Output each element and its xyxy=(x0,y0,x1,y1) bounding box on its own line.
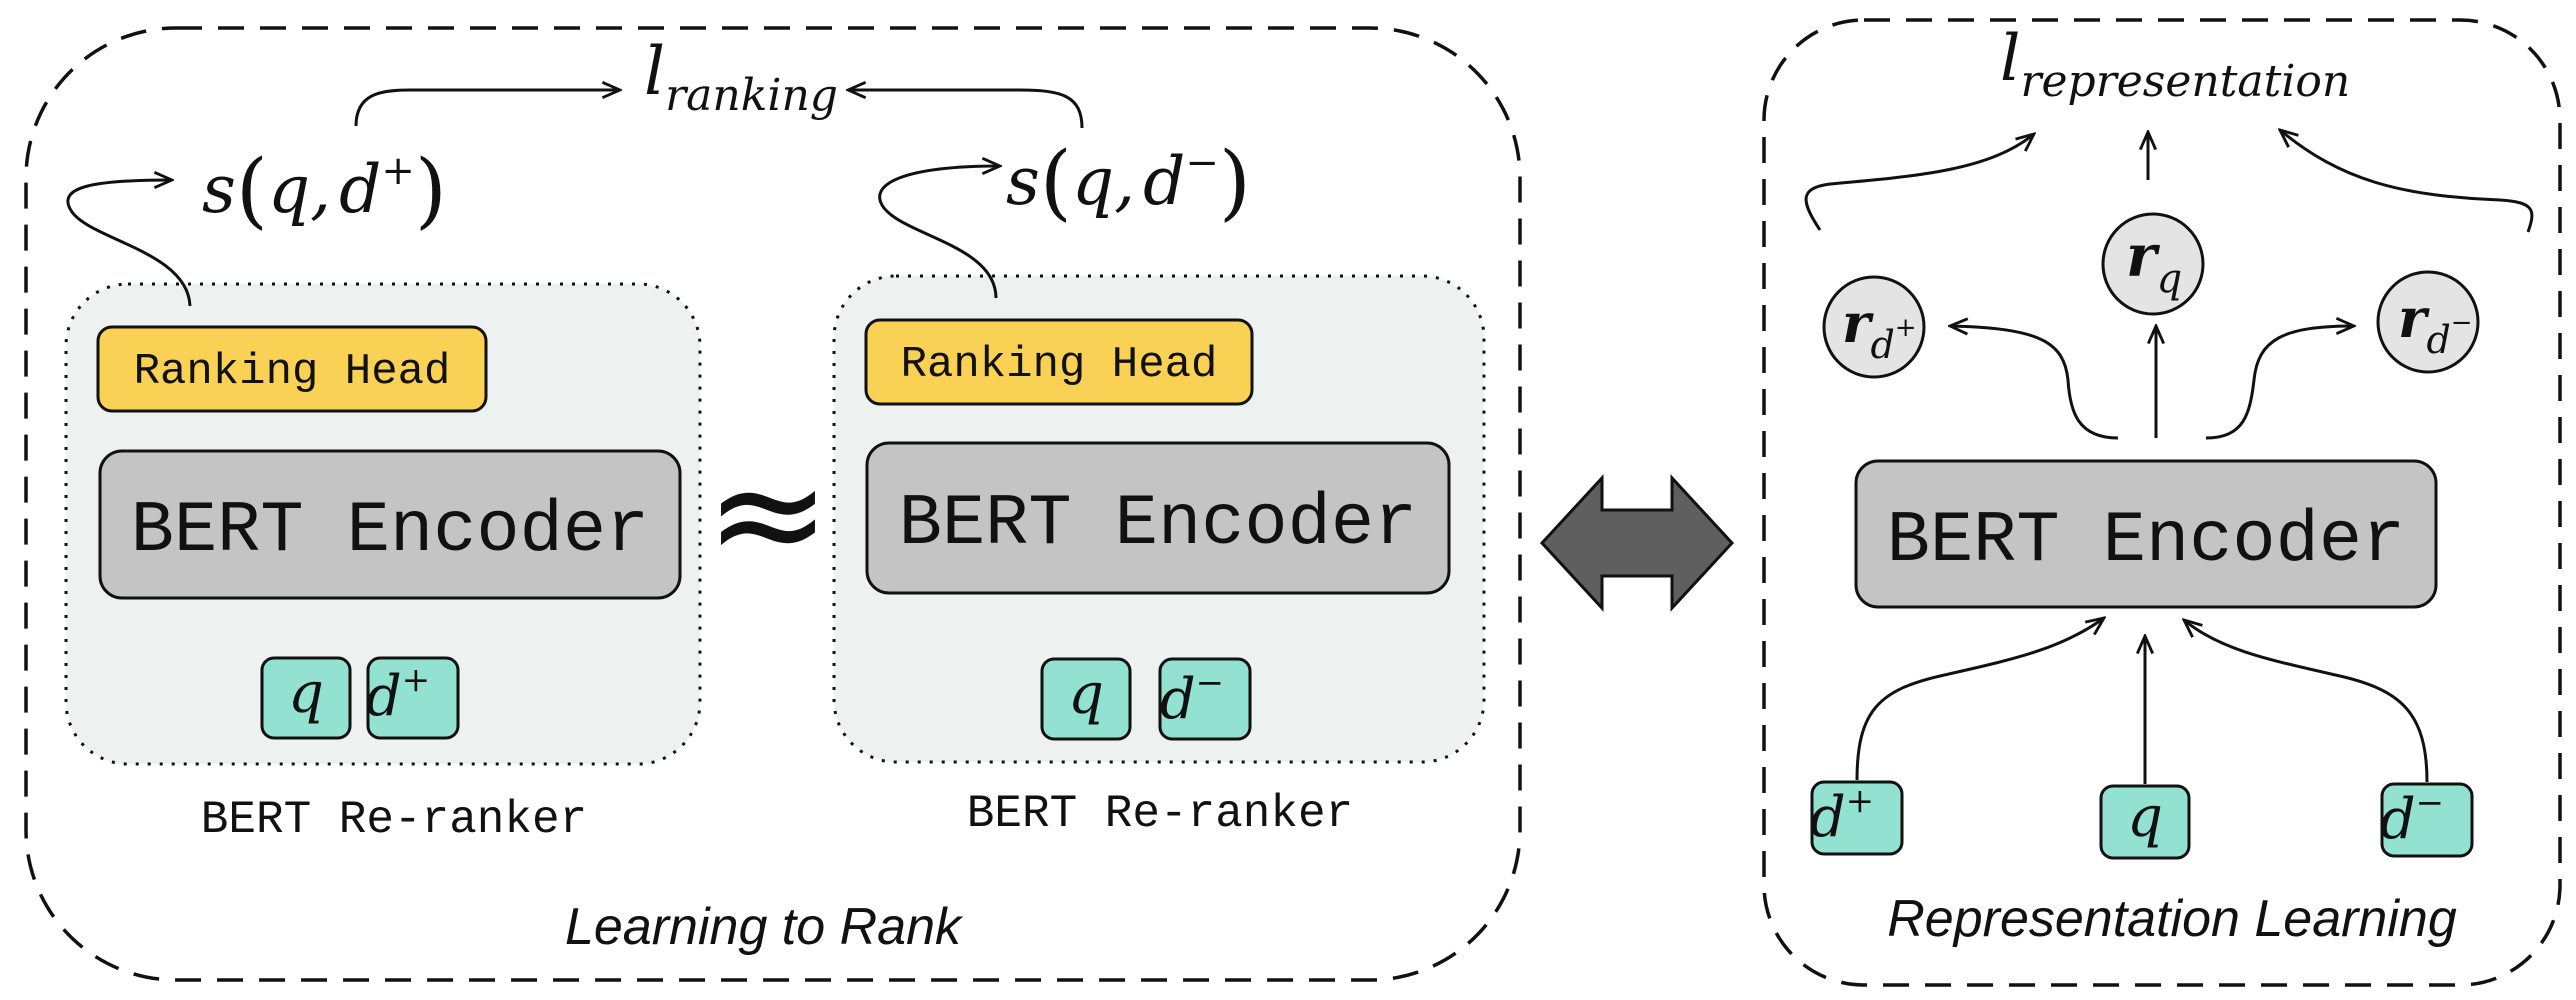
double-arrow xyxy=(1539,474,1735,612)
input-q-pos-label: q xyxy=(288,661,324,726)
ranking-head-pos xyxy=(96,325,488,413)
input-q-neg-label: q xyxy=(1068,662,1104,727)
arrow-head-to-score-pos xyxy=(66,180,192,307)
score-pos: s(q,d+) xyxy=(202,143,447,238)
score-neg: s(q,d−) xyxy=(1006,135,1251,230)
input-dneg-neg xyxy=(1158,657,1252,741)
bert-encoder-neg-label: BERT Encoder xyxy=(899,483,1417,565)
representation-learning-panel xyxy=(1762,18,2562,987)
rep-q-label: rq xyxy=(2126,222,2182,302)
approx-symbol: ≈ xyxy=(705,427,831,601)
rep-input-dneg-label: d− xyxy=(2380,783,2444,852)
rep-dpos-node xyxy=(1822,275,1926,379)
learning-to-rank-caption: Learning to Rank xyxy=(565,898,964,956)
rep-input-q xyxy=(2099,784,2191,860)
reranker-neg-label: BERT Re-ranker xyxy=(967,788,1353,840)
arrow-encoder-to-rep-dpos xyxy=(1950,326,2119,440)
bert-encoder-rep-label: BERT Encoder xyxy=(1887,500,2405,582)
input-q-pos xyxy=(260,656,352,740)
arrow-rep-dneg-to-loss xyxy=(2280,130,2534,233)
arrow-head-to-score-neg xyxy=(878,166,1000,299)
rep-input-dpos-label: d+ xyxy=(1810,781,1874,850)
learning-to-rank-panel xyxy=(24,26,1522,982)
arrow-dneg-to-encoder xyxy=(2184,620,2429,783)
input-dneg-neg-label: d− xyxy=(1160,663,1224,732)
rep-input-dpos xyxy=(1810,780,1904,856)
reranker-pos-label: BERT Re-ranker xyxy=(201,794,587,846)
rep-q-node xyxy=(2101,212,2205,316)
representation-learning-caption: Representation Learning xyxy=(1887,890,2457,948)
arrow-rep-dpos-to-loss xyxy=(1804,134,2034,231)
arrow-score-pos-to-loss xyxy=(354,90,620,127)
bert-encoder-neg xyxy=(865,441,1451,595)
ranking-loss: lranking xyxy=(644,33,838,121)
bert-encoder-pos xyxy=(98,449,682,600)
ranking-head-neg-label: Ranking Head xyxy=(901,340,1218,390)
rep-dneg-node xyxy=(2376,270,2480,374)
ranking-head-neg xyxy=(864,318,1254,406)
rep-dpos-label: rd+ xyxy=(1842,291,1917,367)
arrow-dpos-to-encoder xyxy=(1855,618,2104,781)
input-dpos-pos xyxy=(366,656,460,740)
representation-loss: lrepresentation xyxy=(2000,22,2350,107)
ranking-head-pos-label: Ranking Head xyxy=(134,347,451,397)
arrow-score-neg-to-loss xyxy=(848,90,1084,129)
arrow-encoder-to-rep-dneg xyxy=(2205,326,2354,440)
input-dpos-pos-label: d+ xyxy=(366,660,430,729)
bert-encoder-pos-label: BERT Encoder xyxy=(131,490,649,572)
rep-input-dneg xyxy=(2380,782,2474,858)
input-q-neg xyxy=(1040,657,1132,741)
rep-dneg-label: rd− xyxy=(2398,286,2473,362)
rep-input-q-label: q xyxy=(2127,785,2163,850)
bert-encoder-rep xyxy=(1854,459,2438,609)
